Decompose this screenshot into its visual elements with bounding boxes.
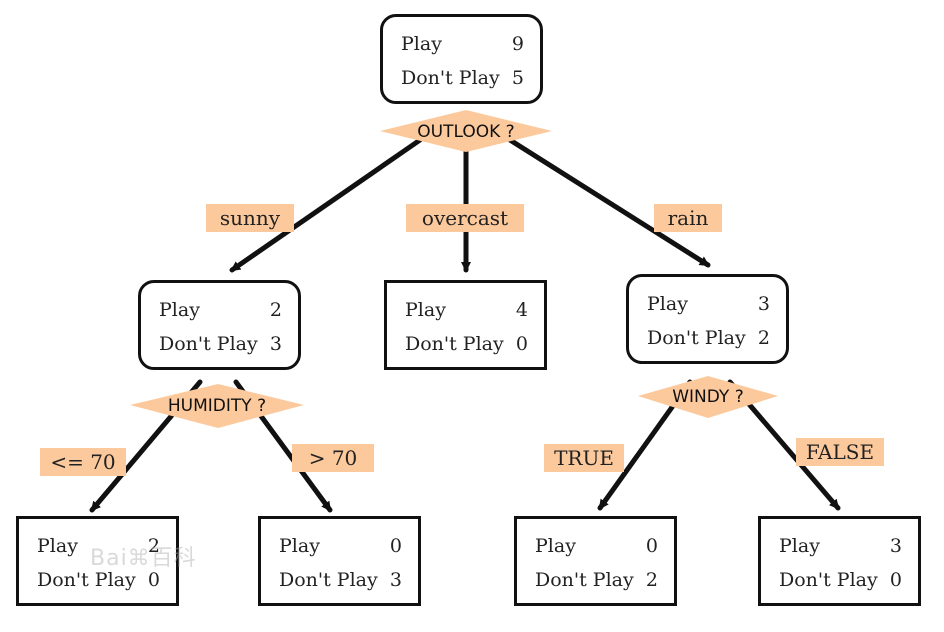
dont-play-label: Don't Play — [405, 333, 504, 355]
edge-label-overcast: overcast — [406, 204, 524, 232]
leaf-humidity-le70: Play 2 Don't Play 0 — [16, 516, 179, 606]
dont-play-label: Don't Play — [535, 569, 634, 591]
edge-label-sunny: sunny — [206, 204, 294, 232]
dont-play-count: 2 — [645, 569, 658, 591]
outlook-test-label: OUTLOOK ? — [417, 122, 514, 142]
dont-play-count: 0 — [147, 569, 160, 591]
play-count: 2 — [147, 535, 160, 557]
play-count: 0 — [389, 535, 402, 557]
play-count: 2 — [269, 299, 282, 321]
leaf-windy-true: Play 0 Don't Play 2 — [514, 516, 677, 606]
sunny-node: Play 2 Don't Play 3 — [138, 280, 301, 370]
root-node: Play 9 Don't Play 5 — [380, 14, 543, 104]
play-label: Play — [779, 535, 820, 557]
dont-play-label: Don't Play — [159, 333, 258, 355]
edge-rain-line — [507, 137, 711, 268]
play-count: 3 — [889, 535, 902, 557]
edge-label-gt70: > 70 — [292, 444, 374, 472]
overcast-node: Play 4 Don't Play 0 — [384, 280, 547, 370]
edge-label-false: FALSE — [796, 438, 884, 466]
edge-label-rain: rain — [654, 204, 722, 232]
dont-play-label: Don't Play — [779, 569, 878, 591]
humidity-test-label: HUMIDITY ? — [168, 396, 266, 416]
dont-play-count: 5 — [511, 67, 524, 89]
dont-play-count: 3 — [389, 569, 402, 591]
outlook-test-diamond — [380, 110, 552, 152]
dont-play-count: 3 — [269, 333, 282, 355]
play-count: 3 — [757, 293, 770, 315]
dont-play-count: 2 — [757, 327, 770, 349]
play-count: 9 — [511, 33, 524, 55]
windy-test-diamond — [638, 376, 778, 418]
dont-play-count: 0 — [515, 333, 528, 355]
play-label: Play — [37, 535, 78, 557]
play-count: 0 — [645, 535, 658, 557]
edge-label-true: TRUE — [544, 444, 624, 472]
play-count: 4 — [515, 299, 528, 321]
dont-play-count: 0 — [889, 569, 902, 591]
leaf-humidity-gt70: Play 0 Don't Play 3 — [258, 516, 421, 606]
play-label: Play — [535, 535, 576, 557]
edge-sunny-line — [229, 137, 423, 273]
play-label: Play — [405, 299, 446, 321]
dont-play-label: Don't Play — [647, 327, 746, 349]
windy-test-label: WINDY ? — [672, 387, 744, 407]
play-label: Play — [401, 33, 442, 55]
dont-play-label: Don't Play — [37, 569, 136, 591]
dont-play-label: Don't Play — [401, 67, 500, 89]
leaf-windy-false: Play 3 Don't Play 0 — [758, 516, 921, 606]
watermark-logo: Bai⌘百科 — [90, 546, 197, 571]
humidity-test-diamond — [130, 384, 304, 428]
play-label: Play — [159, 299, 200, 321]
dont-play-label: Don't Play — [279, 569, 378, 591]
edge-label-le70: <= 70 — [40, 448, 126, 476]
rain-node: Play 3 Don't Play 2 — [626, 274, 789, 364]
play-label: Play — [647, 293, 688, 315]
play-label: Play — [279, 535, 320, 557]
